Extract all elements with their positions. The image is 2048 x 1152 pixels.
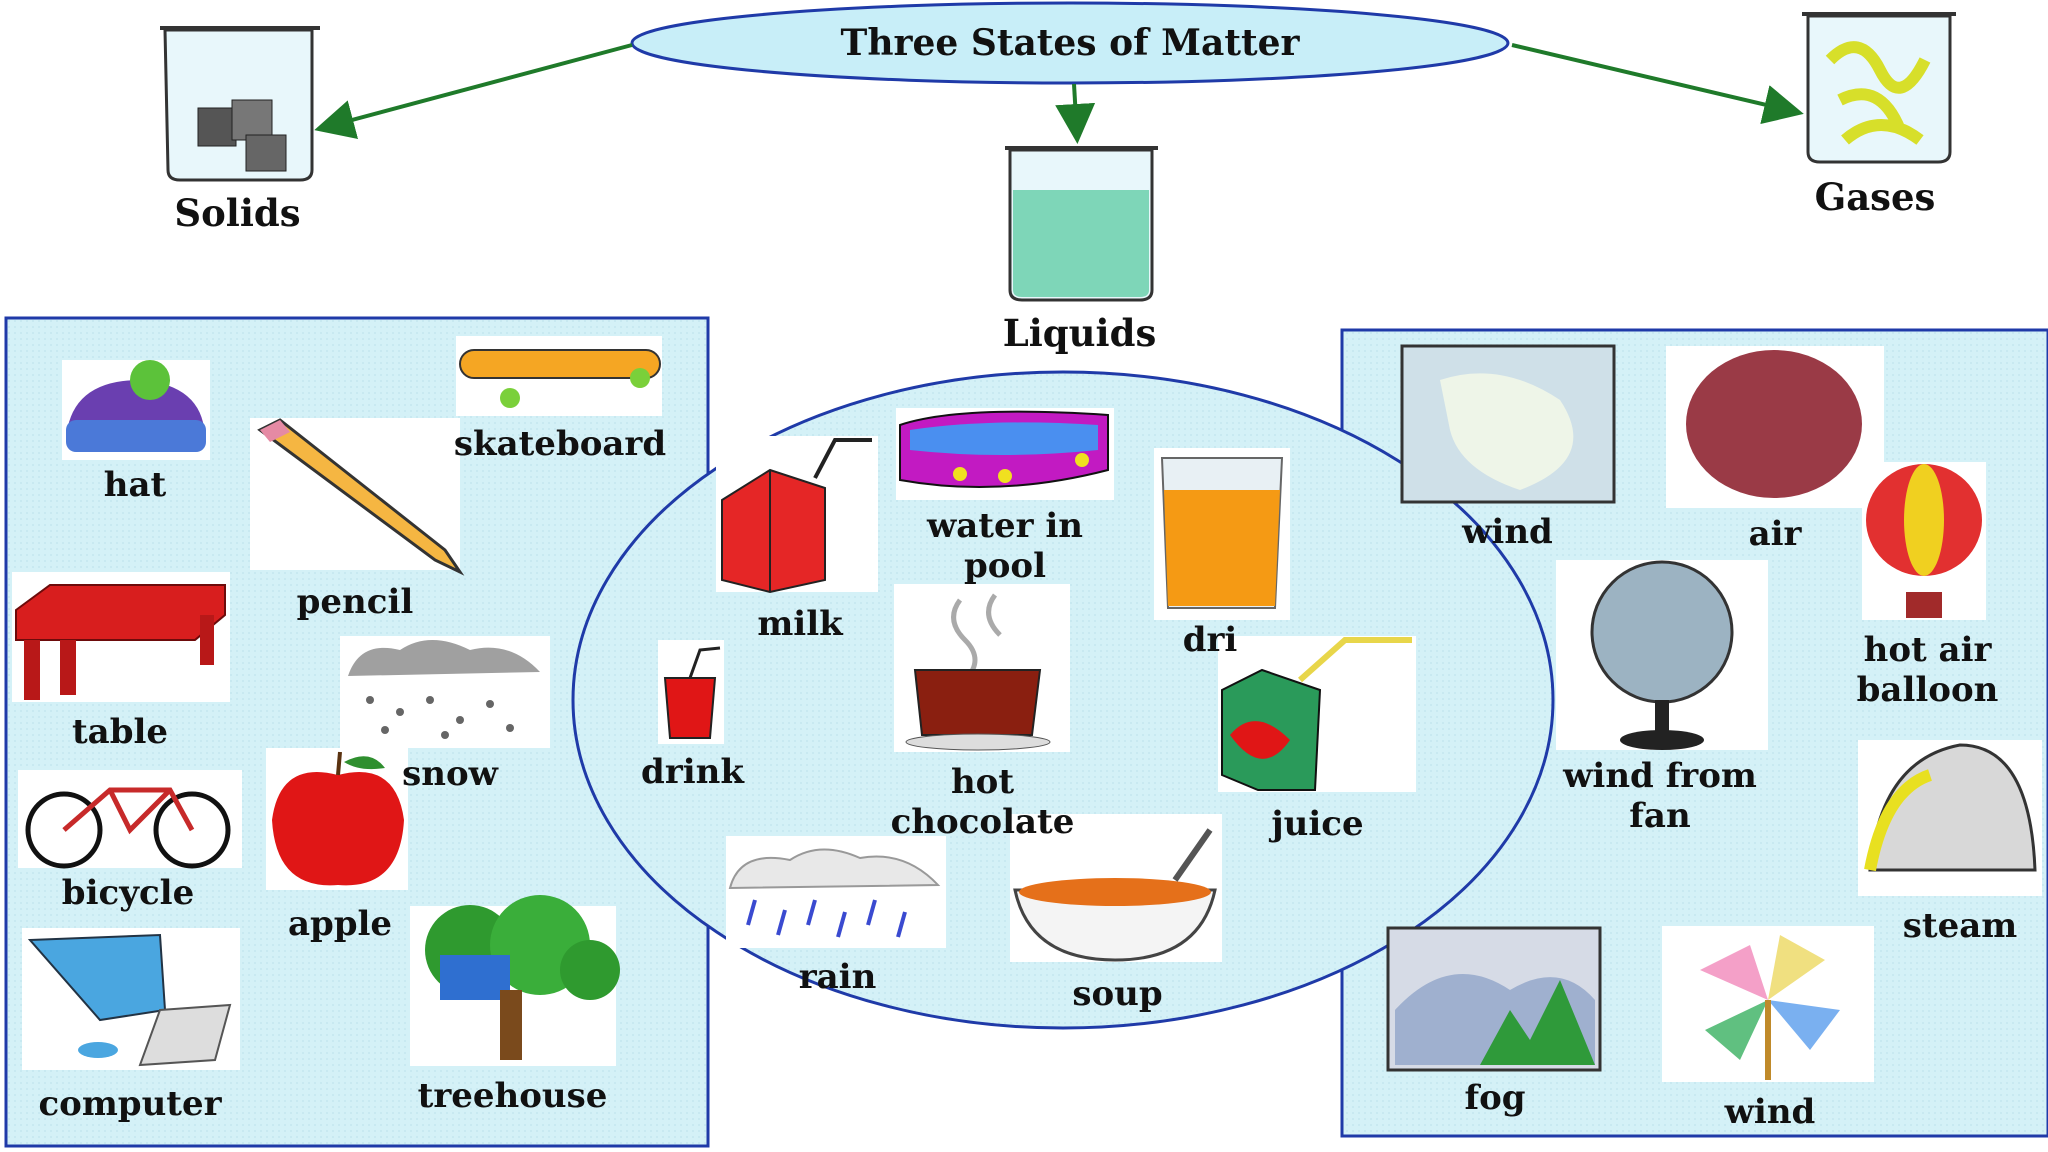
item-label-juice: juice	[1271, 804, 1364, 844]
item-label-pencil: pencil	[296, 582, 414, 622]
arrow-to-solids	[314, 43, 633, 140]
item-label-treehouse: treehouse	[417, 1076, 608, 1116]
apple-icon	[266, 748, 408, 890]
item-label-milk: milk	[757, 604, 843, 644]
wind-map-icon	[1400, 344, 1616, 504]
fan-icon	[1556, 560, 1768, 750]
item-label-wind-map: wind	[1462, 512, 1553, 552]
fog-icon	[1386, 926, 1602, 1072]
item-label-rain: rain	[798, 957, 877, 997]
item-label-apple: apple	[287, 904, 393, 944]
rain-icon	[726, 836, 946, 948]
item-label-table: table	[71, 712, 169, 752]
steam-iron-icon	[1858, 740, 2042, 896]
skateboard-icon	[456, 336, 662, 416]
item-label-skateboard: skateboard	[453, 424, 667, 464]
gases-label: Gases	[1814, 175, 1936, 219]
hat-icon	[62, 360, 210, 460]
snow-icon	[340, 636, 550, 748]
item-label-snow: snow	[402, 754, 498, 794]
glass-drink-icon	[1154, 448, 1290, 620]
drink-cup-icon	[658, 640, 724, 744]
solids-label: Solids	[174, 191, 301, 235]
title-ellipse	[630, 1, 1510, 85]
juice-icon	[1218, 636, 1416, 792]
item-label-air: air	[1748, 514, 1802, 554]
item-label-computer: computer	[38, 1084, 222, 1124]
arrow-to-gases	[1511, 43, 1804, 125]
arrow-to-liquids	[1055, 83, 1096, 144]
item-label-wind-pinwheel: wind	[1724, 1092, 1816, 1132]
solids-beaker-icon	[160, 26, 320, 182]
hot-air-balloon-icon	[1862, 462, 1986, 620]
item-label-water-in-pool: water in pool	[926, 506, 1084, 586]
table-icon	[12, 572, 230, 702]
item-label-drink-cup: drink	[641, 752, 744, 792]
item-label-drink-glass: dri	[1182, 620, 1238, 660]
item-label-fog: fog	[1464, 1078, 1526, 1118]
pinwheel-icon	[1662, 926, 1874, 1082]
diagram-title: Three States of Matter	[840, 22, 1300, 64]
liquids-label: Liquids	[1002, 311, 1157, 355]
bicycle-icon	[18, 770, 242, 869]
soup-icon	[1010, 814, 1222, 962]
gases-beaker-icon	[1802, 12, 1956, 164]
item-label-wind-from-fan: wind from fan	[1563, 756, 1757, 836]
air-icon	[1666, 346, 1884, 508]
computer-icon	[22, 928, 240, 1070]
hot-chocolate-icon	[894, 584, 1070, 752]
item-label-hot-air-balloon: hot air balloon	[1856, 630, 1999, 710]
treehouse-icon	[410, 895, 620, 1066]
pencil-icon	[250, 418, 465, 576]
item-label-steam: steam	[1902, 906, 2018, 946]
pool-icon	[896, 408, 1114, 500]
milk-icon	[716, 436, 878, 594]
item-label-bicycle: bicycle	[61, 873, 195, 913]
item-label-hot-chocolate: hot chocolate	[890, 762, 1075, 842]
item-label-soup: soup	[1072, 974, 1163, 1014]
liquids-beaker-icon	[1005, 146, 1158, 302]
item-label-hat: hat	[103, 465, 167, 505]
